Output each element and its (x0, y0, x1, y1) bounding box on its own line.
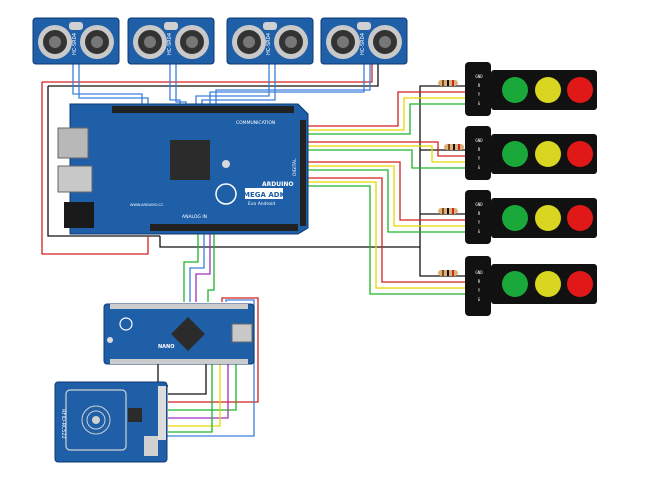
resistor-1 (438, 80, 458, 86)
wire-s1-echo (78, 64, 149, 108)
wire-nano-rfid-green (168, 364, 237, 411)
mega-url: WWW.ARDUINO.CC (130, 203, 164, 207)
usb-b-connector (57, 127, 89, 159)
tl-pin-label: R (478, 83, 481, 88)
wire-sensor-vcc (42, 64, 373, 83)
mcu-chip (170, 140, 210, 180)
traffic-light-3: GND R Y G (465, 190, 597, 244)
wire-tl2-g (302, 149, 465, 169)
traffic-light-4: GND R Y G (465, 256, 597, 316)
wire-tl3-g (302, 169, 465, 233)
wire-gnd-left (47, 86, 160, 237)
tl-pin-label: G (478, 101, 481, 106)
traffic-light-1: GND R Y G (465, 62, 597, 116)
wire-tl4-y (302, 181, 465, 289)
ultrasonic-sensor-2: HC-SR04 (127, 17, 215, 65)
tl-pin-label: G (478, 297, 481, 302)
tl-pin-label: R (478, 279, 481, 284)
mega-logo-text: ARDUINO (262, 181, 293, 188)
nano-label: NANO (158, 344, 175, 350)
usb-a-connector (57, 165, 93, 193)
wire-tl2-y (302, 145, 465, 163)
wire-nano-rfid-black (168, 364, 207, 395)
wire-nano-rfid-green2 (168, 364, 213, 433)
power-jack (64, 202, 94, 228)
wire-nano-rfid-yellow (168, 364, 221, 427)
tl-pin-label: Y (478, 288, 481, 293)
tl-pin-label: R (478, 211, 481, 216)
wire-mega-nano-1 (183, 228, 199, 302)
arduino-nano: NANO (103, 303, 255, 365)
wire-mega-nano-2 (189, 228, 205, 302)
mega-digital-label: DIGITAL (292, 158, 298, 176)
wire-tl1-g (302, 103, 465, 135)
wire-s1-trig (72, 64, 143, 108)
mini-usb-connector (231, 323, 253, 343)
wire-tl2-r (302, 141, 465, 157)
mega-analog-label: ANALOG IN (182, 214, 207, 220)
rfid-label: RFID-RC522 (60, 409, 66, 439)
wire-sensor-gnd (48, 64, 379, 87)
wire-vcc-left (41, 82, 149, 255)
ultrasonic-sensor-3: HC-SR04 (226, 17, 314, 65)
nano-chip (171, 317, 205, 351)
tl-pin-label: Y (478, 92, 481, 97)
tl-pin-label: GND (475, 138, 483, 143)
mega-communication-label: COMMUNICATION (236, 120, 275, 126)
arduino-logo (215, 183, 237, 205)
tl-pin-label: R (478, 147, 481, 152)
ultrasonic-sensor-1: HC-SR04 (32, 17, 120, 65)
ultrasonic-sensor-4: HC-SR04 (320, 17, 408, 65)
wire-s4-echo (215, 64, 371, 108)
wire-s4-trig (209, 64, 365, 108)
sensor-label: HC-SR04 (360, 33, 366, 55)
mega-model: MEGA ADK (243, 191, 286, 199)
sensor-label: HC-SR04 (266, 33, 272, 55)
tl-pin-label: Y (478, 156, 481, 161)
tl-pin-label: GND (475, 202, 483, 207)
wire-tl3-y (302, 165, 465, 227)
resistor-3 (438, 208, 458, 214)
traffic-light-2: GND R Y G (465, 126, 597, 180)
tl-pin-label: G (478, 165, 481, 170)
mega-subtitle: Evo Android (248, 201, 275, 207)
sensor-label: HC-SR04 (72, 33, 78, 55)
rfid-chip (128, 408, 142, 422)
resistor-4 (438, 270, 458, 276)
wire-nano-rfid-purple (168, 364, 229, 419)
wire-nano-rfid-blue (164, 299, 255, 437)
wire-mega-nano-3 (195, 228, 211, 302)
wire-s3-trig (195, 64, 270, 108)
tl-pin-label: G (478, 229, 481, 234)
resistor-2 (444, 144, 464, 150)
tl-pin-label: GND (475, 74, 483, 79)
rfid-rc522: RFID-RC522 (54, 381, 168, 463)
wire-tl1-y (302, 97, 465, 131)
wire-tl3-r (302, 161, 465, 221)
resistors (438, 80, 464, 276)
wire-mega-nano-4 (207, 228, 215, 302)
wire-tl1-r (302, 91, 465, 127)
arduino-mega-adk: ARDUINO MEGA ADK Evo Android COMMUNICATI… (57, 103, 309, 235)
tl-pin-label: Y (478, 220, 481, 225)
wire-tl4-g (302, 185, 465, 295)
sensor-label: HC-SR04 (167, 33, 173, 55)
wires (41, 64, 465, 437)
tl-pin-label: GND (475, 270, 483, 275)
wire-tl4-r (302, 177, 465, 283)
